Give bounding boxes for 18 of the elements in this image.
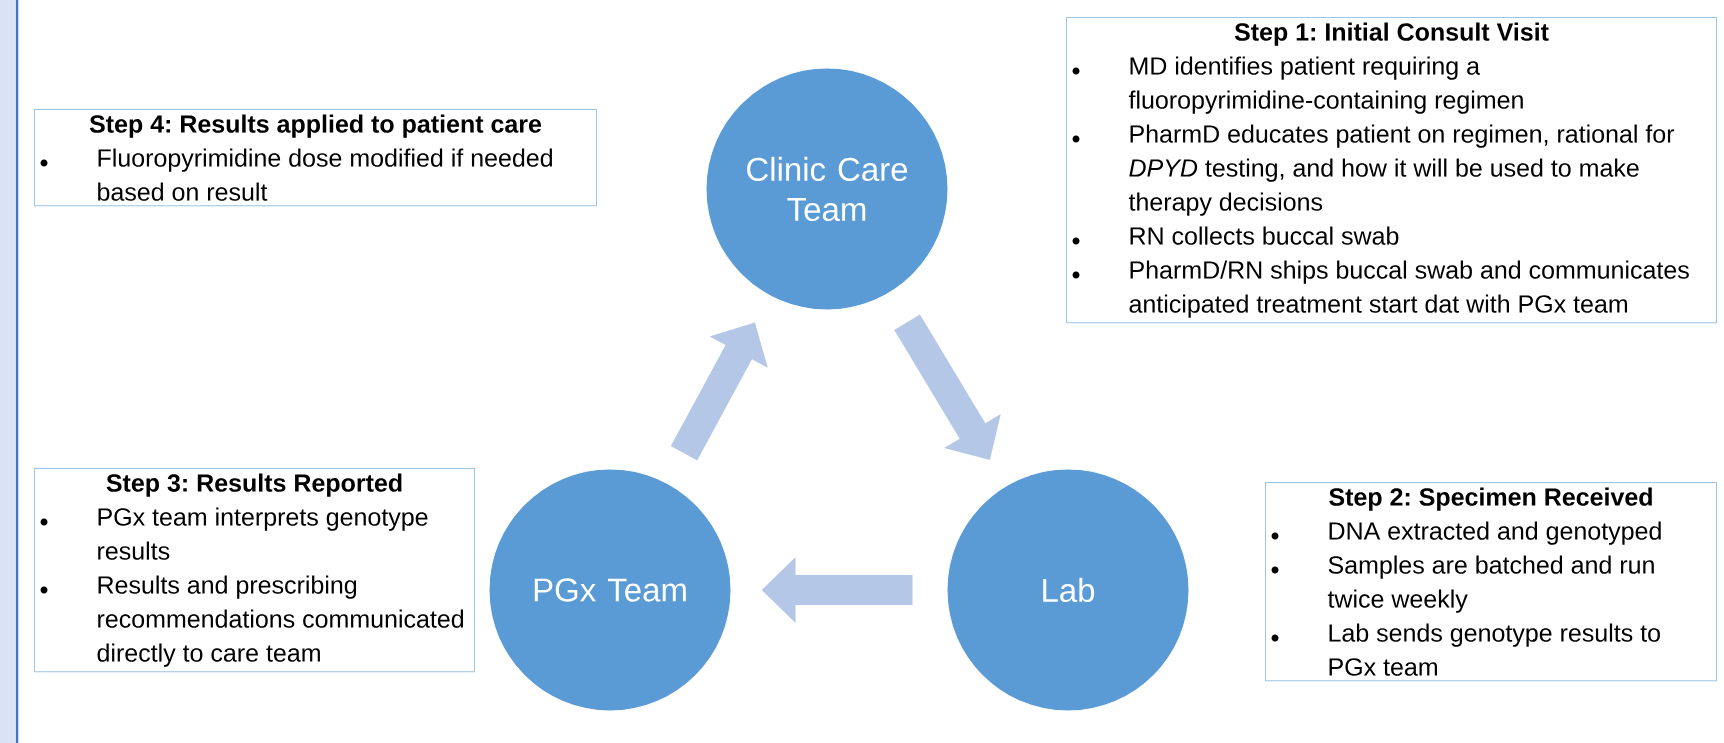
step-heading: Step 1: Initial Consult Visit bbox=[1234, 22, 1549, 46]
bullet-item: PharmD educates patient on regimen, rational for DPYD testing, and how it will be used to make therapy decisions bbox=[1072, 124, 1675, 216]
step-heading: Step 4: Results applied to patient care bbox=[89, 114, 542, 138]
bullet-item: RN collects buccal swab bbox=[1072, 226, 1399, 245]
step-box bbox=[34, 109, 597, 207]
bullet-item: PGx team interprets genotype results bbox=[40, 507, 428, 560]
bullet-item: Samples are batched and run twice weekly bbox=[1271, 555, 1654, 613]
bullet-item: PharmD/RN ships buccal swab and communicates anticipated treatment start dat with PGx team bbox=[1072, 260, 1689, 318]
bullet-item: Fluoropyrimidine dose modified if needed based on result bbox=[40, 148, 552, 201]
step-box bbox=[1265, 482, 1717, 682]
bullet-item: MD identifies patient requiring a fluoropyrimidine-containing regimen bbox=[1072, 56, 1523, 114]
bullet-item: Results and prescribing recommendations communicated directly to care team bbox=[40, 575, 464, 667]
step-box bbox=[34, 468, 475, 673]
bullet-item: DNA extracted and genotyped bbox=[1271, 521, 1661, 545]
bullet-item: Lab sends genotype results to PGx team bbox=[1271, 623, 1660, 676]
step-heading: Step 3: Results Reported bbox=[106, 473, 402, 497]
step-heading: Step 2: Specimen Received bbox=[1329, 487, 1652, 511]
step-box bbox=[1066, 17, 1717, 324]
